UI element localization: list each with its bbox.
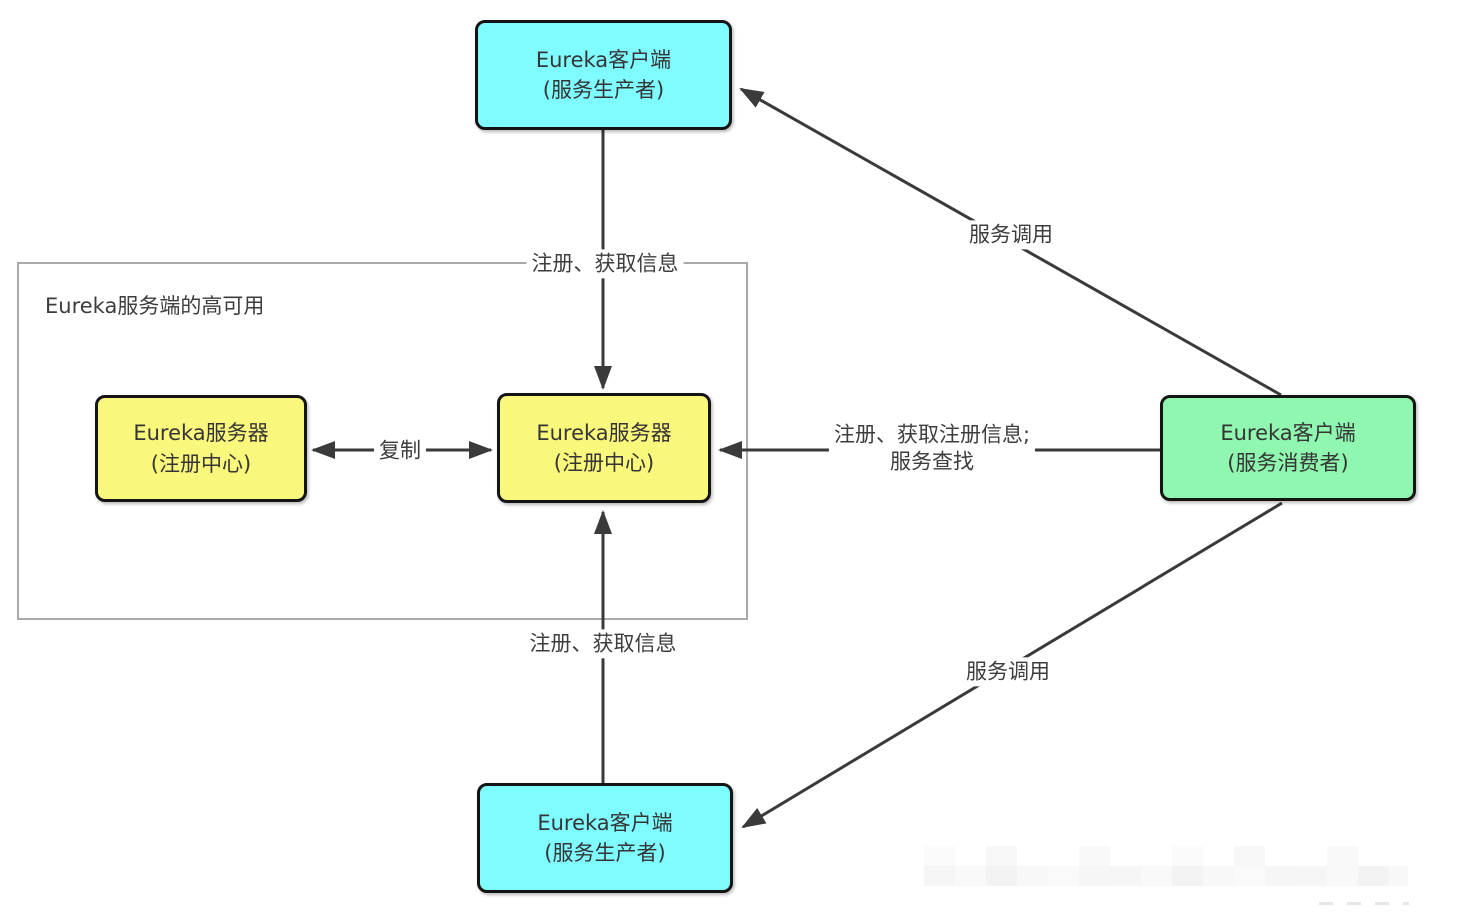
- node-eureka-client-consumer: Eureka客户端 (服务消费者): [1160, 395, 1416, 501]
- edge-label-service-call-top: 服务调用: [964, 220, 1058, 250]
- ha-group-container: [17, 262, 748, 620]
- edge-label-service-call-bottom: 服务调用: [961, 657, 1055, 687]
- node-subtitle: (服务生产者): [542, 78, 665, 102]
- ha-group-label: Eureka服务端的高可用: [42, 290, 268, 320]
- edge-label-consumer-register-line2: 服务查找: [889, 450, 974, 474]
- node-subtitle: (服务生产者): [544, 841, 666, 865]
- node-eureka-client-producer-top: Eureka客户端 (服务生产者): [475, 20, 732, 130]
- edge-label-consumer-register-line1: 注册、获取注册信息;: [833, 422, 1031, 447]
- node-eureka-server-center: Eureka服务器 (注册中心): [497, 393, 711, 503]
- edge-label-register-bottom: 注册、获取信息: [524, 629, 682, 659]
- node-subtitle: (注册中心): [553, 451, 655, 475]
- watermark-artifacts: [1319, 902, 1409, 905]
- node-title: Eureka服务器: [536, 420, 672, 445]
- node-title: Eureka服务器: [133, 421, 269, 446]
- node-eureka-server-left: Eureka服务器 (注册中心): [95, 395, 307, 502]
- node-subtitle: (服务消费者): [1227, 451, 1349, 475]
- node-subtitle: (注册中心): [150, 451, 252, 476]
- node-title: Eureka客户端: [1220, 420, 1356, 445]
- node-title: Eureka客户端: [535, 47, 672, 72]
- edge-label-replicate: 复制: [374, 436, 426, 466]
- node-eureka-client-producer-bottom: Eureka客户端 (服务生产者): [477, 783, 733, 893]
- node-title: Eureka客户端: [537, 810, 673, 835]
- edge-label-consumer-register: 注册、获取注册信息; 服务查找: [828, 420, 1036, 478]
- edge-label-register-top: 注册、获取信息: [526, 249, 684, 279]
- watermark-blur: [924, 846, 1409, 905]
- watermark-blur-row: [924, 866, 1408, 886]
- watermark-blur-row: [924, 846, 1408, 866]
